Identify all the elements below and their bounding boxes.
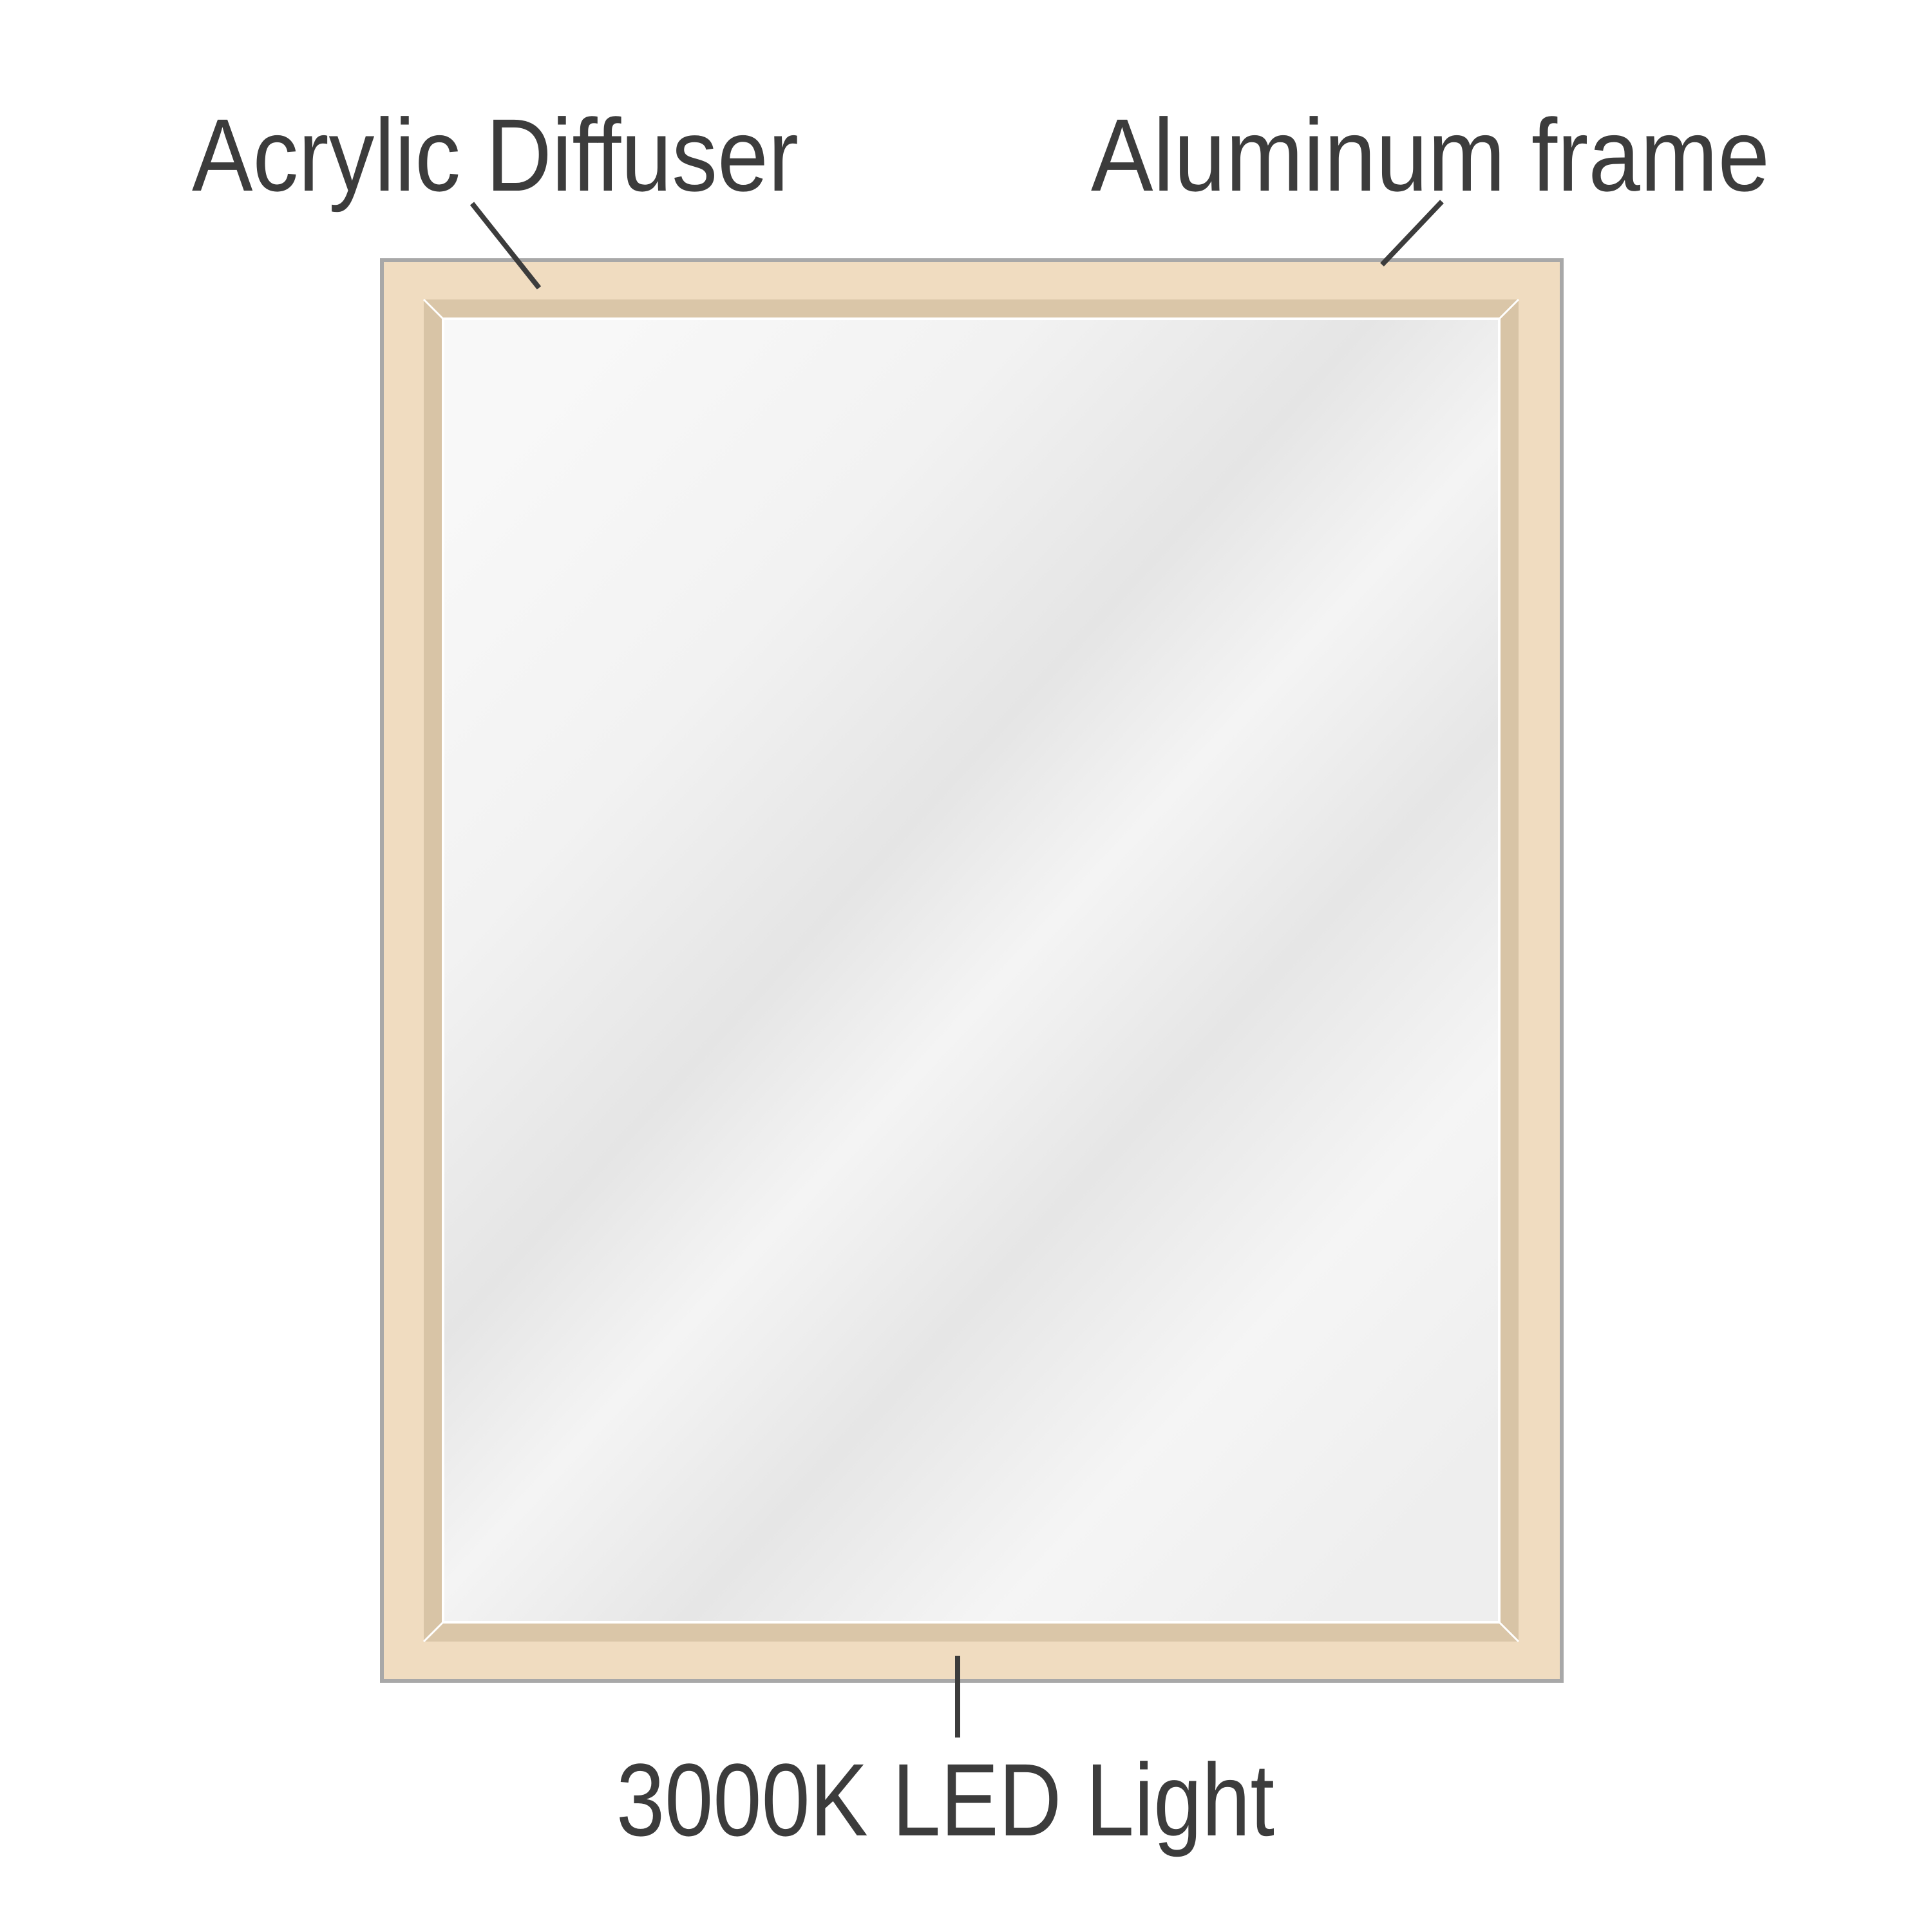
acrylic-diffuser-label: Acrylic Diffuser <box>192 97 799 213</box>
corner-miter <box>1498 1621 1520 1643</box>
diffuser-bevel-left <box>424 299 443 1642</box>
diffuser-bevel-bottom <box>424 1622 1519 1642</box>
mirror-glass <box>442 317 1501 1624</box>
led-light-label: 3000K LED Light <box>616 1742 1274 1857</box>
aluminum-frame-leader <box>1380 200 1444 267</box>
corner-miter <box>422 1621 444 1643</box>
acrylic-diffuser-leader <box>469 202 542 290</box>
diffuser-bevel-top <box>424 299 1519 319</box>
corner-miter <box>422 298 444 320</box>
corner-miter <box>1498 298 1520 320</box>
diffuser-bevel-right <box>1499 299 1519 1642</box>
aluminum-frame-label: Aluminum frame <box>1091 97 1770 213</box>
